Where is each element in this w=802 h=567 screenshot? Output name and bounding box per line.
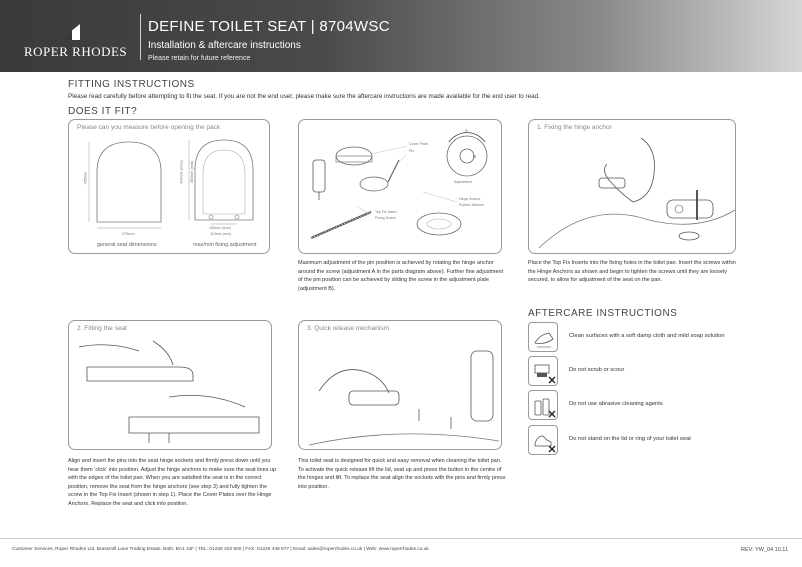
step3-panel: 3. Quick release mechanism	[298, 320, 502, 450]
step1-illustration	[538, 137, 735, 249]
page-subtitle: Installation & aftercare instructions	[148, 40, 301, 51]
no-stand-icon	[528, 425, 558, 455]
page-title: DEFINE TOILET SEAT | 8704WSC	[148, 18, 390, 35]
step2-illustration	[78, 340, 260, 443]
step3-label: 3. Quick release mechanism	[307, 325, 390, 332]
fitting-heading: FITTING INSTRUCTIONS	[68, 79, 195, 90]
does-it-fit-panel: Please can you measure before opening th…	[68, 119, 270, 254]
label-fixing-screw: Fixing Screw	[375, 216, 396, 220]
label-adjustment-b: B	[473, 154, 476, 159]
step1-label: 1. Fixing the hinge anchor	[537, 124, 612, 131]
dim-width-label: 375mm	[122, 232, 135, 236]
step3-illustration	[308, 350, 500, 446]
aftercare-heading: AFTERCARE INSTRUCTIONS	[528, 308, 678, 319]
no-abrasive-icon	[528, 390, 558, 420]
panel-label-measure: Please can you measure before opening th…	[77, 124, 221, 131]
retain-notice: Please retain for future reference	[148, 55, 251, 62]
label-adjustment-a: A	[465, 128, 468, 133]
caption-general-dims: general seat dimensions	[97, 242, 157, 248]
step3-caption: This toilet seat is designed for quick a…	[298, 458, 506, 490]
cloth-icon	[528, 322, 558, 352]
page-header: ROPER RHODES DEFINE TOILET SEAT | 8704WS…	[0, 0, 802, 72]
care-text-no-scour: Do not scrub or scour	[569, 367, 625, 373]
care-text-no-abrasive: Do not use abrasive cleaning agents	[569, 401, 663, 407]
step1-panel: 1. Fixing the hinge anchor	[528, 119, 736, 254]
label-top-fix-insert: Top Fix Insert	[375, 210, 397, 214]
care-text-no-stand: Do not stand on the lid or ring of your …	[569, 436, 691, 442]
step2-caption: Align and insert the pins into the seat …	[68, 458, 277, 507]
dim-pin-max-label: 155mm (max)	[209, 226, 232, 230]
label-rubber-washer: Rubber Washer	[459, 203, 485, 207]
revision-code: REV: YW_04.10.11	[741, 547, 788, 553]
label-adjustment: Adjustment	[454, 180, 472, 184]
dim-fix-min-label: 360mm (min)	[190, 160, 195, 184]
step1-caption: Place the Top Fix Inserts into the fixin…	[528, 260, 736, 284]
brand-name: ROPER RHODES	[24, 44, 128, 59]
dim-pin-min-label: 110mm (min)	[210, 232, 231, 236]
care-text-clean: Clean surfaces with a soft damp cloth an…	[569, 333, 725, 339]
fitting-intro: Please read carefully before attempting …	[68, 93, 540, 100]
label-hinge-anchor: Hinge Anchor	[459, 197, 481, 201]
label-pin: Pin	[409, 149, 415, 153]
footer-divider	[0, 538, 802, 539]
dim-fix-max-label: 400mm (max)	[179, 160, 184, 184]
parts-diagram-panel: Cover Plate Pin Adjustment A B Hinge Anc…	[298, 119, 502, 254]
roper-rhodes-logo-icon	[60, 24, 80, 40]
label-cover-plate: Cover Plate	[409, 142, 428, 146]
dim-length-label: 455mm	[83, 171, 88, 185]
parts-caption: Maximum adjustment of the pin position i…	[298, 260, 504, 292]
seat-dimensions-diagram	[88, 139, 254, 229]
does-it-fit-heading: DOES IT FIT?	[68, 106, 138, 117]
step2-label: 2. Fitting the seat	[77, 325, 127, 332]
step2-panel: 2. Fitting the seat	[68, 320, 272, 450]
caption-fixing-adjustment: max/min fixing adjustment	[193, 242, 257, 248]
parts-exploded-diagram	[310, 132, 488, 240]
no-scour-icon	[528, 356, 558, 386]
header-divider	[140, 14, 141, 60]
footer-contact: Customer Services, Roper Rhodes Ltd, Bra…	[12, 547, 429, 552]
